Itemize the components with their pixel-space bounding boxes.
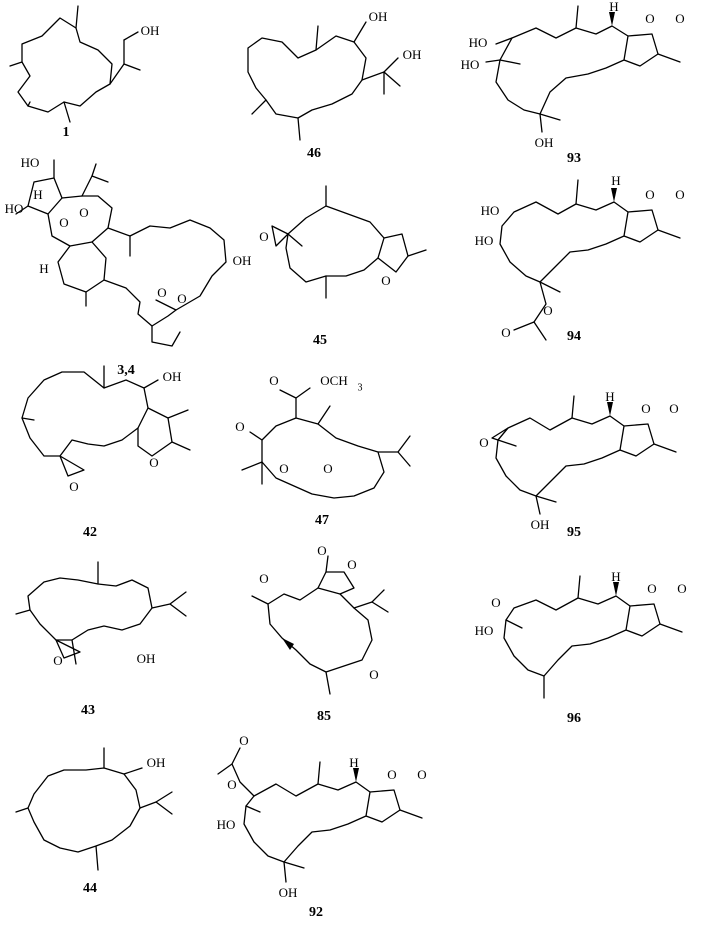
c44-atom-0: OH xyxy=(147,755,166,770)
c85-atom-1: O xyxy=(347,557,356,572)
c34-atom-2: H xyxy=(33,187,42,202)
c34-atom-3: O xyxy=(79,205,88,220)
c96-atom-3: O xyxy=(647,581,656,596)
c94-atom-5: O xyxy=(543,303,552,318)
c47-atom-0: O xyxy=(269,373,278,388)
c46-atom-0: OH xyxy=(369,9,388,24)
compound-46-label: 46 xyxy=(307,146,321,161)
c92-atom-0: O xyxy=(239,733,248,748)
c93-atom-2: O xyxy=(675,11,684,26)
compound-92-structure xyxy=(217,747,423,883)
c47-atom-4: O xyxy=(279,461,288,476)
c34-atom-0: HO xyxy=(21,155,40,170)
c34-atom-7: O xyxy=(157,285,166,300)
compound-45-structure xyxy=(271,185,427,299)
compound-43-structure xyxy=(15,561,187,665)
c42-atom-0: OH xyxy=(163,369,182,384)
c93-atom-1: O xyxy=(645,11,654,26)
c34-atom-4: O xyxy=(59,215,68,230)
compound-44-label: 44 xyxy=(83,881,97,896)
compound-43-label: 43 xyxy=(81,703,95,718)
c93-atom-3: HO xyxy=(469,35,488,50)
compound-45-label: 45 xyxy=(313,333,327,348)
c94-atom-3: O xyxy=(645,187,654,202)
compound-94-structure xyxy=(499,179,681,341)
compound-3-4-label: 3,4 xyxy=(117,363,135,378)
compound-42-label: 42 xyxy=(83,525,97,540)
compound-85-structure xyxy=(251,555,389,695)
compound-46-structure xyxy=(247,21,401,141)
compound-94-label: 94 xyxy=(567,329,581,344)
c92-atom-2: HO xyxy=(217,817,236,832)
compound-95-label: 95 xyxy=(567,525,581,540)
c42-atom-2: O xyxy=(149,455,158,470)
c95-atom-1: O xyxy=(641,401,650,416)
c95-atom-3: O xyxy=(479,435,488,450)
c43-atom-1: OH xyxy=(137,651,156,666)
compound-96-structure xyxy=(503,575,683,699)
compound-47-structure xyxy=(241,387,411,499)
compound-92-label: 92 xyxy=(309,905,323,920)
c96-atom-0: O xyxy=(491,595,500,610)
compound-85-label: 85 xyxy=(317,709,331,724)
c85-atom-2: O xyxy=(259,571,268,586)
c92-atom-5: O xyxy=(417,767,426,782)
c92-atom-3: H xyxy=(349,755,358,770)
c94-atom-2: H xyxy=(611,173,620,188)
c94-atom-4: O xyxy=(675,187,684,202)
c47-atom-2: 3 xyxy=(358,382,363,393)
c45-atom-0: O xyxy=(259,229,268,244)
c47-atom-3: O xyxy=(235,419,244,434)
c93-atom-5: OH xyxy=(535,135,554,150)
c85-atom-3: O xyxy=(369,667,378,682)
c92-atom-6: OH xyxy=(279,885,298,900)
compound-44-structure xyxy=(15,747,173,871)
c96-atom-4: O xyxy=(677,581,686,596)
c46-atom-1: OH xyxy=(403,47,422,62)
c34-atom-5: H xyxy=(39,261,48,276)
compound-42-structure xyxy=(21,365,191,477)
c92-atom-1: O xyxy=(227,777,236,792)
c43-atom-0: O xyxy=(53,653,62,668)
compound-1-label: 1 xyxy=(63,125,70,140)
c42-atom-1: O xyxy=(69,479,78,494)
c34-atom-8: O xyxy=(177,291,186,306)
c94-atom-1: HO xyxy=(475,233,494,248)
compound-93-structure xyxy=(485,5,681,133)
compound-93-label: 93 xyxy=(567,151,581,166)
c94-atom-6: O xyxy=(501,325,510,340)
c96-atom-2: H xyxy=(611,569,620,584)
c47-atom-5: O xyxy=(323,461,332,476)
c95-atom-2: O xyxy=(669,401,678,416)
c45-atom-1: O xyxy=(381,273,390,288)
c96-atom-1: HO xyxy=(475,623,494,638)
c47-atom-1: OCH xyxy=(320,373,347,388)
compound-96-label: 96 xyxy=(567,711,581,726)
c93-atom-0: H xyxy=(609,0,618,14)
compound-3-4-structure xyxy=(15,159,227,347)
compound-47-label: 47 xyxy=(315,513,329,528)
compound-1-structure xyxy=(9,5,141,123)
c95-atom-4: OH xyxy=(531,517,550,532)
c94-atom-0: HO xyxy=(481,203,500,218)
c34-atom-6: OH xyxy=(233,253,252,268)
compound-95-structure xyxy=(491,395,677,515)
c95-atom-0: H xyxy=(605,389,614,404)
c93-atom-4: HO xyxy=(461,57,480,72)
c1-atom-0: OH xyxy=(141,23,160,38)
c85-atom-0: O xyxy=(317,543,326,558)
c34-atom-1: HO xyxy=(5,201,24,216)
c92-atom-4: O xyxy=(387,767,396,782)
